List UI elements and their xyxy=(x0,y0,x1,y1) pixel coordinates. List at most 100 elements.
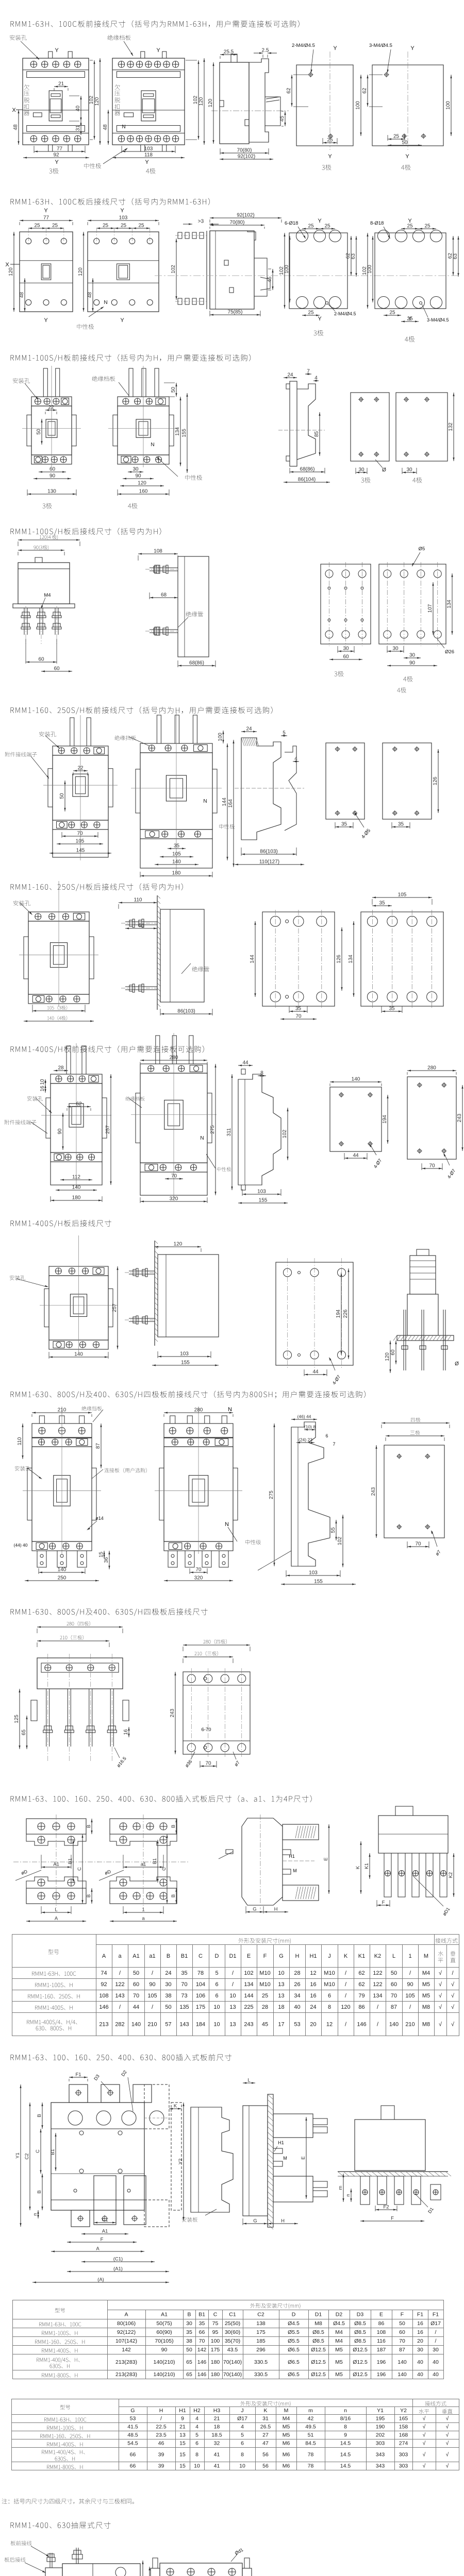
svg-text:Ø5.5: Ø5.5 xyxy=(288,2338,300,2344)
svg-text:4-Ø5: 4-Ø5 xyxy=(360,828,372,840)
svg-text:40: 40 xyxy=(417,2371,423,2378)
svg-text:Y: Y xyxy=(408,218,412,224)
svg-text:M8: M8 xyxy=(422,2021,430,2027)
svg-text:Y: Y xyxy=(328,154,332,160)
svg-text:75: 75 xyxy=(212,2320,219,2327)
svg-text:6: 6 xyxy=(195,2441,198,2447)
svg-text:120: 120 xyxy=(174,1242,183,1247)
svg-text:M8: M8 xyxy=(422,2004,430,2010)
svg-text:70(140): 70(140) xyxy=(223,2371,242,2378)
svg-text:C: C xyxy=(213,2312,218,2318)
svg-text:M5: M5 xyxy=(335,2347,343,2353)
svg-text:105: 105 xyxy=(76,839,85,844)
svg-text:H1: H1 xyxy=(289,1854,295,1859)
svg-text:122: 122 xyxy=(373,1981,382,1988)
svg-text:70(105): 70(105) xyxy=(155,2338,173,2344)
svg-text:90: 90 xyxy=(57,1128,63,1134)
svg-text:210: 210 xyxy=(405,2021,415,2027)
svg-text:Ø12.5: Ø12.5 xyxy=(311,2347,326,2353)
svg-text:B1: B1 xyxy=(68,1858,73,1865)
svg-text:142: 142 xyxy=(197,2347,207,2353)
svg-text:65: 65 xyxy=(186,2371,192,2378)
svg-text:Ø12.5: Ø12.5 xyxy=(353,2371,368,2378)
svg-text:60: 60 xyxy=(49,467,56,472)
svg-text:70: 70 xyxy=(133,1993,139,1999)
svg-text:16: 16 xyxy=(40,1086,45,1092)
svg-text:226: 226 xyxy=(343,1309,349,1318)
svg-text:8: 8 xyxy=(328,2004,331,2010)
svg-text:M: M xyxy=(283,2156,287,2161)
svg-text:Y2: Y2 xyxy=(400,2408,407,2414)
svg-text:N: N xyxy=(200,1136,204,1141)
svg-text:142: 142 xyxy=(122,2347,131,2353)
svg-text:40: 40 xyxy=(433,2371,439,2378)
svg-text:134: 134 xyxy=(244,1981,253,1988)
svg-text:25: 25 xyxy=(308,310,314,316)
svg-text:4-Ø7: 4-Ø7 xyxy=(373,1158,383,1169)
svg-text:140: 140 xyxy=(172,859,181,865)
svg-text:62: 62 xyxy=(358,1981,364,1988)
svg-text:132: 132 xyxy=(448,422,454,431)
svg-text:F: F xyxy=(391,2216,394,2222)
svg-text:92: 92 xyxy=(53,152,59,158)
svg-text:165: 165 xyxy=(399,2416,408,2422)
svg-text:70: 70 xyxy=(415,1541,421,1547)
svg-text:K: K xyxy=(174,2104,177,2109)
svg-text:ø7: ø7 xyxy=(434,1549,441,1556)
svg-text:21: 21 xyxy=(214,2416,220,2422)
svg-text:296: 296 xyxy=(256,2347,266,2353)
svg-text:63: 63 xyxy=(351,253,356,260)
svg-text:144: 144 xyxy=(250,955,255,963)
svg-text:38: 38 xyxy=(165,1993,171,1999)
svg-text:25: 25 xyxy=(262,1993,268,1999)
svg-text:Y: Y xyxy=(333,45,337,52)
svg-text:N: N xyxy=(225,1521,229,1528)
svg-text:Ø17: Ø17 xyxy=(430,2320,441,2327)
svg-text:13: 13 xyxy=(179,2432,186,2438)
svg-text:1: 1 xyxy=(142,1907,144,1913)
svg-text:B: B xyxy=(37,2190,42,2193)
svg-text:25.5: 25.5 xyxy=(224,49,234,55)
svg-text:34: 34 xyxy=(294,1993,300,1999)
svg-text:F2: F2 xyxy=(383,2205,389,2210)
svg-text:A: A xyxy=(102,1953,106,1959)
svg-text:H1: H1 xyxy=(309,1953,317,1959)
svg-text:45: 45 xyxy=(262,2021,268,2027)
svg-text:22: 22 xyxy=(48,405,54,411)
svg-text:D3: D3 xyxy=(93,2074,101,2081)
svg-text:/: / xyxy=(409,1970,411,1976)
svg-text:87: 87 xyxy=(95,1443,101,1449)
svg-text:194: 194 xyxy=(336,1309,341,1318)
svg-text:E: E xyxy=(247,1953,251,1959)
svg-text:175: 175 xyxy=(256,2329,266,2335)
svg-text:102: 102 xyxy=(337,1536,343,1545)
svg-text:60: 60 xyxy=(54,666,60,672)
svg-text:103: 103 xyxy=(257,1189,266,1195)
svg-text:39: 39 xyxy=(158,2452,164,2458)
svg-text:9: 9 xyxy=(181,2416,184,2422)
svg-text:√: √ xyxy=(446,2424,449,2430)
svg-text:Ø5: Ø5 xyxy=(419,546,425,552)
svg-text:138: 138 xyxy=(256,2320,266,2327)
svg-text:G: G xyxy=(253,2218,257,2224)
svg-text:/: / xyxy=(119,1970,121,1976)
svg-text:C: C xyxy=(77,1867,82,1871)
svg-text:78: 78 xyxy=(308,2463,314,2469)
svg-text:100: 100 xyxy=(218,733,223,741)
svg-text:50: 50 xyxy=(59,793,65,799)
svg-text:135: 135 xyxy=(179,2004,189,2010)
svg-text:18.5: 18.5 xyxy=(211,2432,222,2438)
svg-text:184: 184 xyxy=(196,2021,205,2027)
svg-text:140: 140 xyxy=(352,1077,360,1082)
svg-text:√: √ xyxy=(439,1993,442,1999)
svg-text:24: 24 xyxy=(287,372,293,378)
svg-text:10: 10 xyxy=(40,1079,45,1085)
svg-text:243: 243 xyxy=(244,2021,253,2027)
svg-text:B1: B1 xyxy=(181,1953,188,1959)
svg-text:10: 10 xyxy=(213,2004,220,2010)
svg-text:30: 30 xyxy=(417,2347,423,2353)
svg-text:15: 15 xyxy=(179,2463,186,2469)
svg-text:F1: F1 xyxy=(417,2312,423,2318)
svg-text:35: 35 xyxy=(389,1006,395,1012)
svg-text:25: 25 xyxy=(407,316,413,322)
